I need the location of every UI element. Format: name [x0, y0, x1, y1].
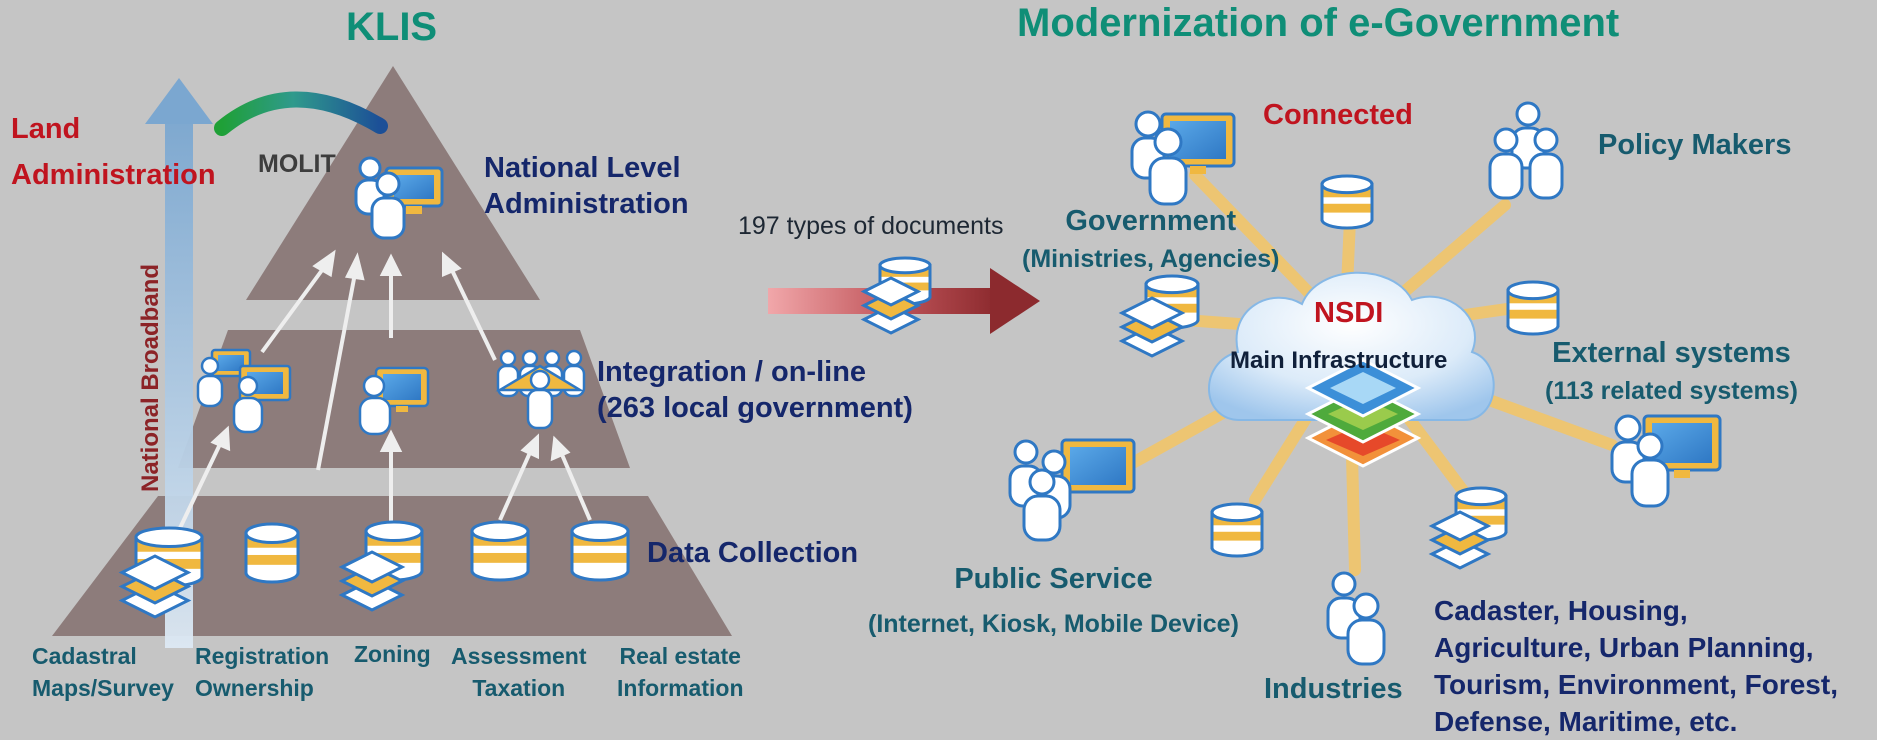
map-layers-icon: [1304, 358, 1422, 468]
nsdi-data-icons: [860, 174, 1560, 570]
connected-label: Connected: [1263, 99, 1413, 131]
national-broadband-label: National Broadband: [137, 264, 164, 492]
layer-stack-icon: [338, 550, 406, 612]
integration-line-1: Integration / on-line: [597, 356, 867, 388]
bottom-label-zoning: Zoning: [354, 638, 431, 670]
bottom-label-registration: Registration Ownership: [195, 640, 329, 704]
public-service-icon: [1008, 438, 1136, 542]
public-service-line-2: (Internet, Kiosk, Mobile Device): [868, 610, 1239, 638]
industries-list-line-1: Cadaster, Housing,: [1434, 595, 1688, 626]
local-gov-crowd-icon: [495, 349, 586, 430]
local-gov-user-icon: [358, 366, 430, 436]
external-systems-icon: [1610, 414, 1722, 508]
registration-line-1: Registration: [195, 643, 330, 669]
external-systems-label: External systems (113 related systems): [1545, 334, 1798, 410]
layer-stack-icon: [860, 276, 922, 335]
zoning-line-1: Zoning: [354, 641, 431, 667]
cadastral-line-1: Cadastral: [32, 643, 137, 669]
molit-label: MOLIT: [258, 150, 336, 178]
national-admin-icon: [354, 156, 444, 240]
bottom-label-real-estate: Real estate Information: [617, 640, 744, 704]
local-gov-group-icon: [196, 348, 292, 434]
policy-makers-icon: [1488, 101, 1564, 200]
egov-title: Modernization of e-Government: [1017, 1, 1620, 45]
public-service-line-1: Public Service: [954, 563, 1153, 595]
national-level-line-2: Administration: [484, 188, 689, 220]
government-line-2: (Ministries, Agencies): [1022, 245, 1280, 273]
integration-label: Integration / on-line (263 local governm…: [597, 354, 913, 426]
documents-label: 197 types of documents: [738, 212, 1004, 240]
government-icon: [1130, 110, 1236, 206]
industries-list-line-3: Tourism, Environment, Forest,: [1434, 669, 1838, 700]
pyramid-flow-arrows: [178, 249, 592, 529]
layer-stack-icon: [1428, 510, 1492, 570]
cadastral-line-2: Maps/Survey: [32, 675, 174, 701]
data-collection-label: Data Collection: [647, 537, 859, 569]
government-line-1: Government: [1065, 205, 1237, 237]
database-icon: [470, 520, 530, 582]
land-administration-line-2: Administration: [11, 159, 216, 191]
database-icon: [244, 522, 300, 584]
policy-makers-label: Policy Makers: [1598, 129, 1792, 161]
real-estate-line-2: Information: [617, 675, 744, 701]
database-icon: [1320, 174, 1374, 230]
nsdi-cloud: [1208, 271, 1495, 421]
registration-line-2: Ownership: [195, 675, 314, 701]
external-systems-line-1: External systems: [1552, 337, 1791, 369]
industries-list-line-4: Defense, Maritime, etc.: [1434, 706, 1738, 737]
industries-list: Cadaster, Housing, Agriculture, Urban Pl…: [1434, 592, 1838, 740]
industries-label: Industries: [1264, 673, 1403, 705]
industries-icon: [1326, 571, 1386, 666]
nsdi-label: NSDI: [1314, 297, 1384, 329]
molit-logo: [214, 91, 388, 136]
layer-stack-icon: [118, 554, 192, 619]
real-estate-line-1: Real estate: [619, 643, 741, 669]
bottom-label-assessment: Assessment Taxation: [451, 640, 587, 704]
industries-list-line-2: Agriculture, Urban Planning,: [1434, 632, 1814, 663]
bottom-label-cadastral: Cadastral Maps/Survey: [32, 640, 174, 704]
external-systems-line-2: (113 related systems): [1545, 377, 1798, 405]
database-icon: [1506, 280, 1560, 336]
klis-title: KLIS: [346, 5, 438, 49]
data-collection-icons: [118, 520, 630, 619]
assessment-line-1: Assessment: [451, 643, 587, 669]
land-administration-label: Land Administration: [11, 106, 216, 198]
database-icon: [570, 520, 630, 582]
government-label: Government (Ministries, Agencies): [1022, 202, 1279, 278]
public-service-label: Public Service (Internet, Kiosk, Mobile …: [868, 552, 1239, 642]
land-administration-line-1: Land: [11, 113, 81, 145]
main-infrastructure-label: Main Infrastructure: [1230, 347, 1448, 374]
layer-stack-icon: [1118, 296, 1186, 358]
integration-line-2: (263 local government): [597, 392, 913, 424]
national-level-line-1: National Level: [484, 152, 681, 184]
national-level-label: National Level Administration: [484, 150, 689, 222]
assessment-line-2: Taxation: [472, 675, 566, 701]
database-icon: [1210, 502, 1264, 558]
